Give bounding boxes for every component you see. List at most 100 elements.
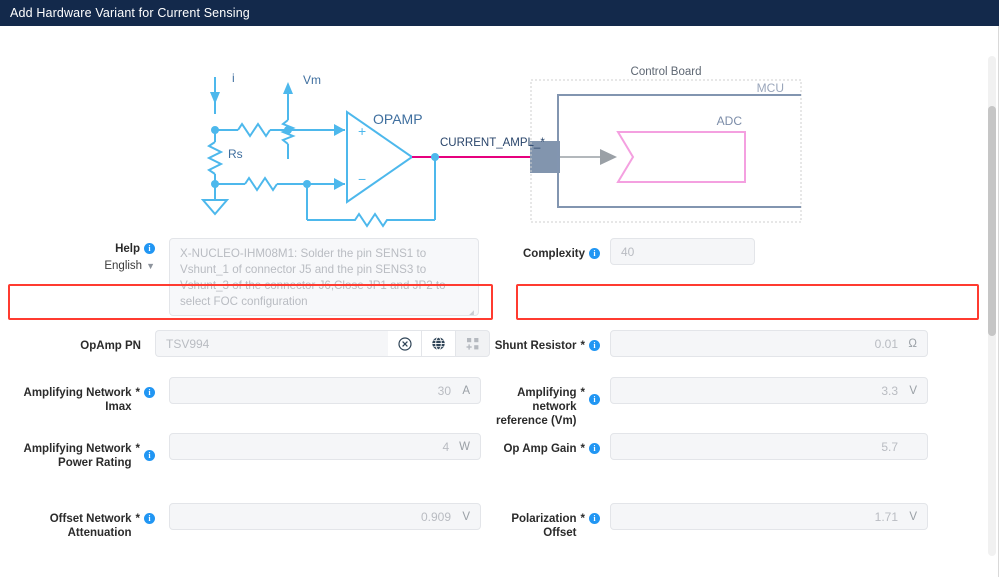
network-reference-label: Amplifying network reference (Vm) (495, 387, 577, 427)
shunt-resistor-group: Shunt Resistor* i 0.01 Ω (490, 330, 975, 377)
form-row-help-complexity: Help i English ▼ X-NUCLEO-IHM08M1: Solde… (0, 238, 975, 330)
shunt-resistor-label: Shunt Resistor (494, 340, 577, 352)
info-icon[interactable]: i (589, 443, 600, 454)
add-component-icon-button[interactable] (456, 330, 490, 357)
polarization-offset-label-wrap: Polarization Offset* i (490, 503, 600, 540)
network-reference-unit: V (909, 384, 917, 397)
variant-form: Help i English ▼ X-NUCLEO-IHM08M1: Solde… (0, 238, 975, 545)
globe-icon-button[interactable] (422, 330, 456, 357)
offset-attenuation-value: 0.909 (420, 509, 451, 524)
op-amp-gain-field: 5.7 (610, 433, 928, 460)
network-reference-label-wrap: Amplifying network reference (Vm)* i (490, 377, 600, 428)
complexity-label-wrap: Complexity i (490, 238, 600, 261)
opamp-pn-input[interactable]: TSV994 (155, 330, 388, 357)
polarization-offset-value: 1.71 (874, 509, 898, 524)
add-component-icon (466, 337, 478, 350)
network-reference-input[interactable]: 3.3 V (610, 377, 928, 404)
offset-attenuation-label-wrap: Offset Network Attenuation* i (0, 503, 155, 540)
label-signal-net: CURRENT_AMPL_* (440, 137, 545, 149)
op-amp-gain-input[interactable]: 5.7 (610, 433, 928, 460)
help-language-select[interactable]: English ▼ (104, 260, 155, 272)
polarization-offset-label: Polarization Offset (511, 513, 577, 539)
label-control-board: Control Board (631, 66, 702, 78)
polarization-offset-field: 1.71 V (610, 503, 928, 530)
info-icon[interactable]: i (589, 340, 600, 351)
form-row-imax-reference: Amplifying Network Imax* i 30 A Amplifyi… (0, 377, 975, 433)
globe-icon (432, 336, 445, 351)
network-reference-value: 3.3 (881, 383, 898, 398)
polarization-offset-group: Polarization Offset* i 1.71 V (490, 503, 975, 545)
shunt-resistor-unit: Ω (908, 337, 917, 350)
op-amp-gain-group: Op Amp Gain* i 5.7 (490, 433, 975, 491)
shunt-resistor-label-wrap: Shunt Resistor* i (490, 330, 600, 353)
info-icon[interactable]: i (589, 394, 600, 405)
chevron-down-icon: ▼ (146, 261, 155, 271)
svg-text:+: + (358, 123, 366, 139)
shunt-resistor-field: 0.01 Ω (610, 330, 928, 357)
required-marker: * (580, 340, 585, 352)
power-rating-group: Amplifying Network Power Rating* i 4 W (0, 433, 490, 491)
info-icon[interactable]: i (589, 513, 600, 524)
vertical-scrollbar-thumb[interactable] (988, 106, 996, 336)
imax-input[interactable]: 30 A (169, 377, 481, 404)
offset-attenuation-input[interactable]: 0.909 V (169, 503, 481, 530)
required-marker: * (580, 513, 585, 525)
info-icon[interactable]: i (144, 387, 155, 398)
complexity-label: Complexity (523, 248, 585, 260)
power-rating-input[interactable]: 4 W (169, 433, 481, 460)
label-mcu: MCU (757, 81, 784, 95)
help-label: Help (115, 243, 140, 255)
network-reference-field: 3.3 V (610, 377, 928, 404)
resize-grip-icon[interactable]: ◢ (467, 308, 474, 316)
offset-attenuation-group: Offset Network Attenuation* i 0.909 V (0, 503, 490, 545)
dialog-body: + − i Vm Rs OPAMP (0, 26, 999, 577)
shunt-resistor-value: 0.01 (874, 336, 898, 351)
imax-field: 30 A (169, 377, 481, 404)
help-textarea-value: X-NUCLEO-IHM08M1: Solder the pin SENS1 t… (180, 247, 446, 308)
clear-circle-icon-button[interactable] (388, 330, 422, 357)
imax-value: 30 (437, 383, 451, 398)
label-vm: Vm (303, 73, 321, 87)
label-opamp: OPAMP (373, 111, 423, 127)
power-rating-field: 4 W (169, 433, 481, 460)
imax-label-wrap: Amplifying Network Imax* i (0, 377, 155, 414)
offset-attenuation-field: 0.909 V (169, 503, 481, 530)
power-rating-unit: W (459, 440, 470, 453)
shunt-resistor-input[interactable]: 0.01 Ω (610, 330, 928, 357)
help-group: Help i English ▼ X-NUCLEO-IHM08M1: Solde… (0, 238, 490, 330)
power-rating-label-wrap: Amplifying Network Power Rating* i (0, 433, 155, 470)
polarization-offset-input[interactable]: 1.71 V (610, 503, 928, 530)
info-icon[interactable]: i (144, 513, 155, 524)
complexity-field: 40 (610, 238, 755, 265)
complexity-input[interactable]: 40 (610, 238, 755, 265)
required-marker: * (135, 513, 140, 525)
opamp-pn-value: TSV994 (166, 336, 210, 351)
offset-attenuation-unit: V (462, 510, 470, 523)
info-icon[interactable]: i (589, 248, 600, 259)
label-adc: ADC (717, 114, 743, 128)
power-rating-value: 4 (442, 439, 450, 454)
required-marker: * (580, 443, 585, 455)
op-amp-gain-label-wrap: Op Amp Gain* i (490, 433, 600, 456)
schematic-svg: + − i Vm Rs OPAMP (200, 66, 802, 228)
info-icon[interactable]: i (144, 243, 155, 254)
form-row-opamp-shunt: OpAmp PN TSV994 (0, 330, 975, 377)
imax-group: Amplifying Network Imax* i 30 A (0, 377, 490, 433)
op-amp-gain-value: 5.7 (881, 439, 898, 454)
label-rs: Rs (228, 147, 243, 161)
help-field: X-NUCLEO-IHM08M1: Solder the pin SENS1 t… (169, 238, 479, 316)
opamp-pn-label: OpAmp PN (80, 340, 141, 352)
current-sensing-schematic: + − i Vm Rs OPAMP (170, 62, 830, 237)
opamp-pn-group: OpAmp PN TSV994 (0, 330, 490, 377)
required-marker: * (135, 443, 140, 455)
offset-attenuation-label: Offset Network Attenuation (49, 513, 132, 539)
dialog-title: Add Hardware Variant for Current Sensing (10, 6, 250, 20)
complexity-group: Complexity i 40 (490, 238, 975, 330)
clear-circle-icon (397, 336, 412, 351)
help-textarea[interactable]: X-NUCLEO-IHM08M1: Solder the pin SENS1 t… (169, 238, 479, 316)
svg-text:−: − (358, 171, 366, 187)
opamp-pn-label-wrap: OpAmp PN (0, 330, 141, 353)
info-icon[interactable]: i (144, 450, 155, 461)
opamp-pn-field: TSV994 (155, 330, 490, 357)
